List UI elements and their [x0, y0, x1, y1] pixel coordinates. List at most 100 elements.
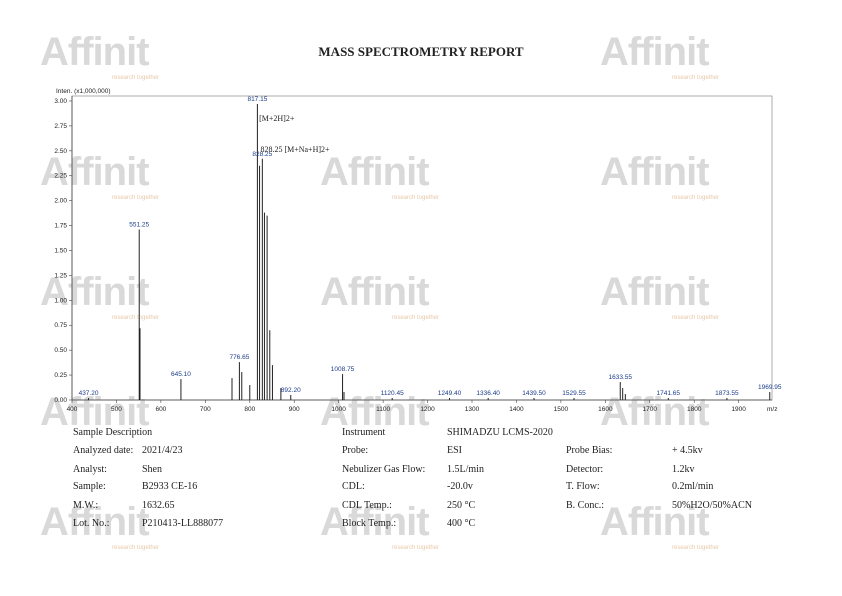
peak-label: 817.15 — [247, 96, 267, 103]
peak-label: 1439.50 — [522, 390, 546, 397]
y-axis-label: Inten. (x1,000,000) — [56, 88, 111, 95]
y-tick-label: 2.75 — [54, 123, 67, 130]
lot-label: Lot. No.: — [73, 518, 110, 529]
y-tick-label: 1.25 — [54, 272, 67, 279]
watermark-logo: Affinit — [600, 270, 710, 314]
y-tick-label: 0.00 — [54, 397, 67, 404]
watermark-logo: Affinit — [320, 270, 430, 314]
mw-value: 1632.65 — [142, 500, 175, 511]
y-tick-label: 0.25 — [54, 372, 67, 379]
watermark-tagline: research together — [112, 545, 160, 551]
watermark-logo: Affinit — [40, 30, 150, 74]
detector-label: Detector: — [566, 464, 604, 475]
peak-label: 1249.40 — [438, 390, 462, 397]
watermark-logo: Affinit — [320, 500, 430, 544]
watermark-logo: Affinit — [600, 150, 710, 194]
watermark-logo: Affinit — [40, 150, 150, 194]
x-tick-label: 900 — [289, 406, 300, 413]
y-tick-label: 1.00 — [54, 297, 67, 304]
watermark-logo: Affinit — [320, 150, 430, 194]
x-tick-label: 800 — [244, 406, 255, 413]
probe-label: Probe: — [342, 445, 369, 456]
analyst-label: Analyst: — [73, 464, 107, 475]
probe-value: ESI — [447, 445, 462, 456]
x-tick-label: 1700 — [643, 406, 658, 413]
peak-label: 1336.40 — [476, 390, 500, 397]
watermark-logo: Affinit — [600, 30, 710, 74]
y-tick-label: 3.00 — [54, 98, 67, 105]
watermark-tagline: research together — [112, 75, 160, 81]
watermark-tagline: research together — [392, 195, 440, 201]
x-tick-label: 500 — [111, 406, 122, 413]
x-tick-label: 1900 — [731, 406, 746, 413]
x-tick-label: 1300 — [465, 406, 480, 413]
y-tick-label: 1.75 — [54, 223, 67, 230]
watermark-logo: Affinit — [600, 500, 710, 544]
peak-annotation: [M+2H]2+ — [259, 114, 295, 123]
sample-label: Sample: — [73, 481, 106, 492]
y-tick-label: 2.50 — [54, 148, 67, 155]
block-temp-label: Block Temp.: — [342, 518, 397, 529]
watermark-logo: Affinit — [40, 500, 150, 544]
x-tick-label: 1100 — [376, 406, 390, 413]
cdl-label: CDL: — [342, 481, 365, 492]
peak-label: 1120.45 — [381, 390, 404, 397]
x-tick-label: 1400 — [509, 406, 524, 413]
probe-bias-label: Probe Bias: — [566, 445, 613, 456]
sample-value: B2933 CE-16 — [142, 481, 198, 492]
x-tick-label: 400 — [67, 406, 78, 413]
cdl-temp-value: 250 °C — [447, 500, 476, 511]
watermark-tagline: research together — [672, 545, 720, 551]
watermark-logo: Affinit — [600, 390, 710, 434]
bconc-label: B. Conc.: — [566, 500, 605, 511]
peak-label: 1529.55 — [562, 390, 586, 397]
watermark-tagline: research together — [672, 195, 720, 201]
cdl-temp-label: CDL Temp.: — [342, 500, 392, 511]
lot-value: P210413-LL888077 — [142, 518, 224, 529]
peak-label: 437.20 — [79, 390, 99, 397]
y-tick-label: 0.75 — [54, 322, 67, 329]
y-tick-label: 2.00 — [54, 198, 67, 205]
detector-value: 1.2kv — [672, 464, 695, 475]
watermark-tagline: research together — [112, 195, 160, 201]
y-tick-label: 1.50 — [54, 247, 67, 254]
report-title: MASS SPECTROMETRY REPORT — [318, 44, 524, 59]
plot-frame — [71, 95, 773, 401]
y-tick-label: 2.25 — [54, 173, 67, 180]
x-tick-label: 600 — [155, 406, 166, 413]
peak-label: 1873.55 — [715, 390, 739, 397]
peak-label: 645.10 — [171, 371, 191, 378]
analyzed-date-label: Analyzed date: — [73, 445, 134, 456]
peak-label: 1741.65 — [657, 390, 681, 397]
x-tick-label: 1200 — [420, 406, 435, 413]
analyzed-date-value: 2021/4/23 — [142, 445, 183, 456]
mass-spectrum-chart: 0.00 0.25 0.50 0.75 1.00 1.25 1.50 1.75 2.00 2.25… — [54, 88, 782, 413]
instrument-label: Instrument — [342, 427, 386, 438]
x-tick-label: 700 — [200, 406, 211, 413]
watermark-logo: Affinit — [40, 270, 150, 314]
x-tick-label: 1500 — [554, 406, 569, 413]
peak-label: 1633.55 — [608, 374, 632, 381]
watermark-tagline: research together — [392, 545, 440, 551]
watermark-logo: Affinit — [40, 390, 150, 434]
y-tick-label: 0.50 — [54, 347, 67, 354]
watermark-tagline: research together — [112, 315, 160, 321]
block-temp-value: 400 °C — [447, 518, 476, 529]
peak-label: 1969.95 — [758, 384, 782, 391]
probe-bias-value: + 4.5kv — [672, 445, 703, 456]
watermark-tagline: research together — [672, 315, 720, 321]
sample-description-heading: Sample Description — [73, 427, 153, 438]
nebulizer-value: 1.5L/min — [447, 464, 484, 475]
peak-label: 1008.75 — [331, 366, 355, 373]
peak-label: 776.65 — [229, 354, 249, 361]
bconc-value: 50%H2O/50%ACN — [672, 500, 752, 511]
cdl-value: -20.0v — [447, 481, 473, 492]
mw-label: M.W.: — [73, 500, 99, 511]
tflow-label: T. Flow: — [566, 481, 600, 492]
watermark-logo: Affinit — [320, 390, 430, 434]
peak-label: 551.25 — [129, 222, 149, 229]
nebulizer-label: Nebulizer Gas Flow: — [342, 464, 426, 475]
analyst-value: Shen — [142, 464, 162, 475]
instrument-value: SHIMADZU LCMS-2020 — [447, 427, 553, 438]
tflow-value: 0.2ml/min — [672, 481, 714, 492]
